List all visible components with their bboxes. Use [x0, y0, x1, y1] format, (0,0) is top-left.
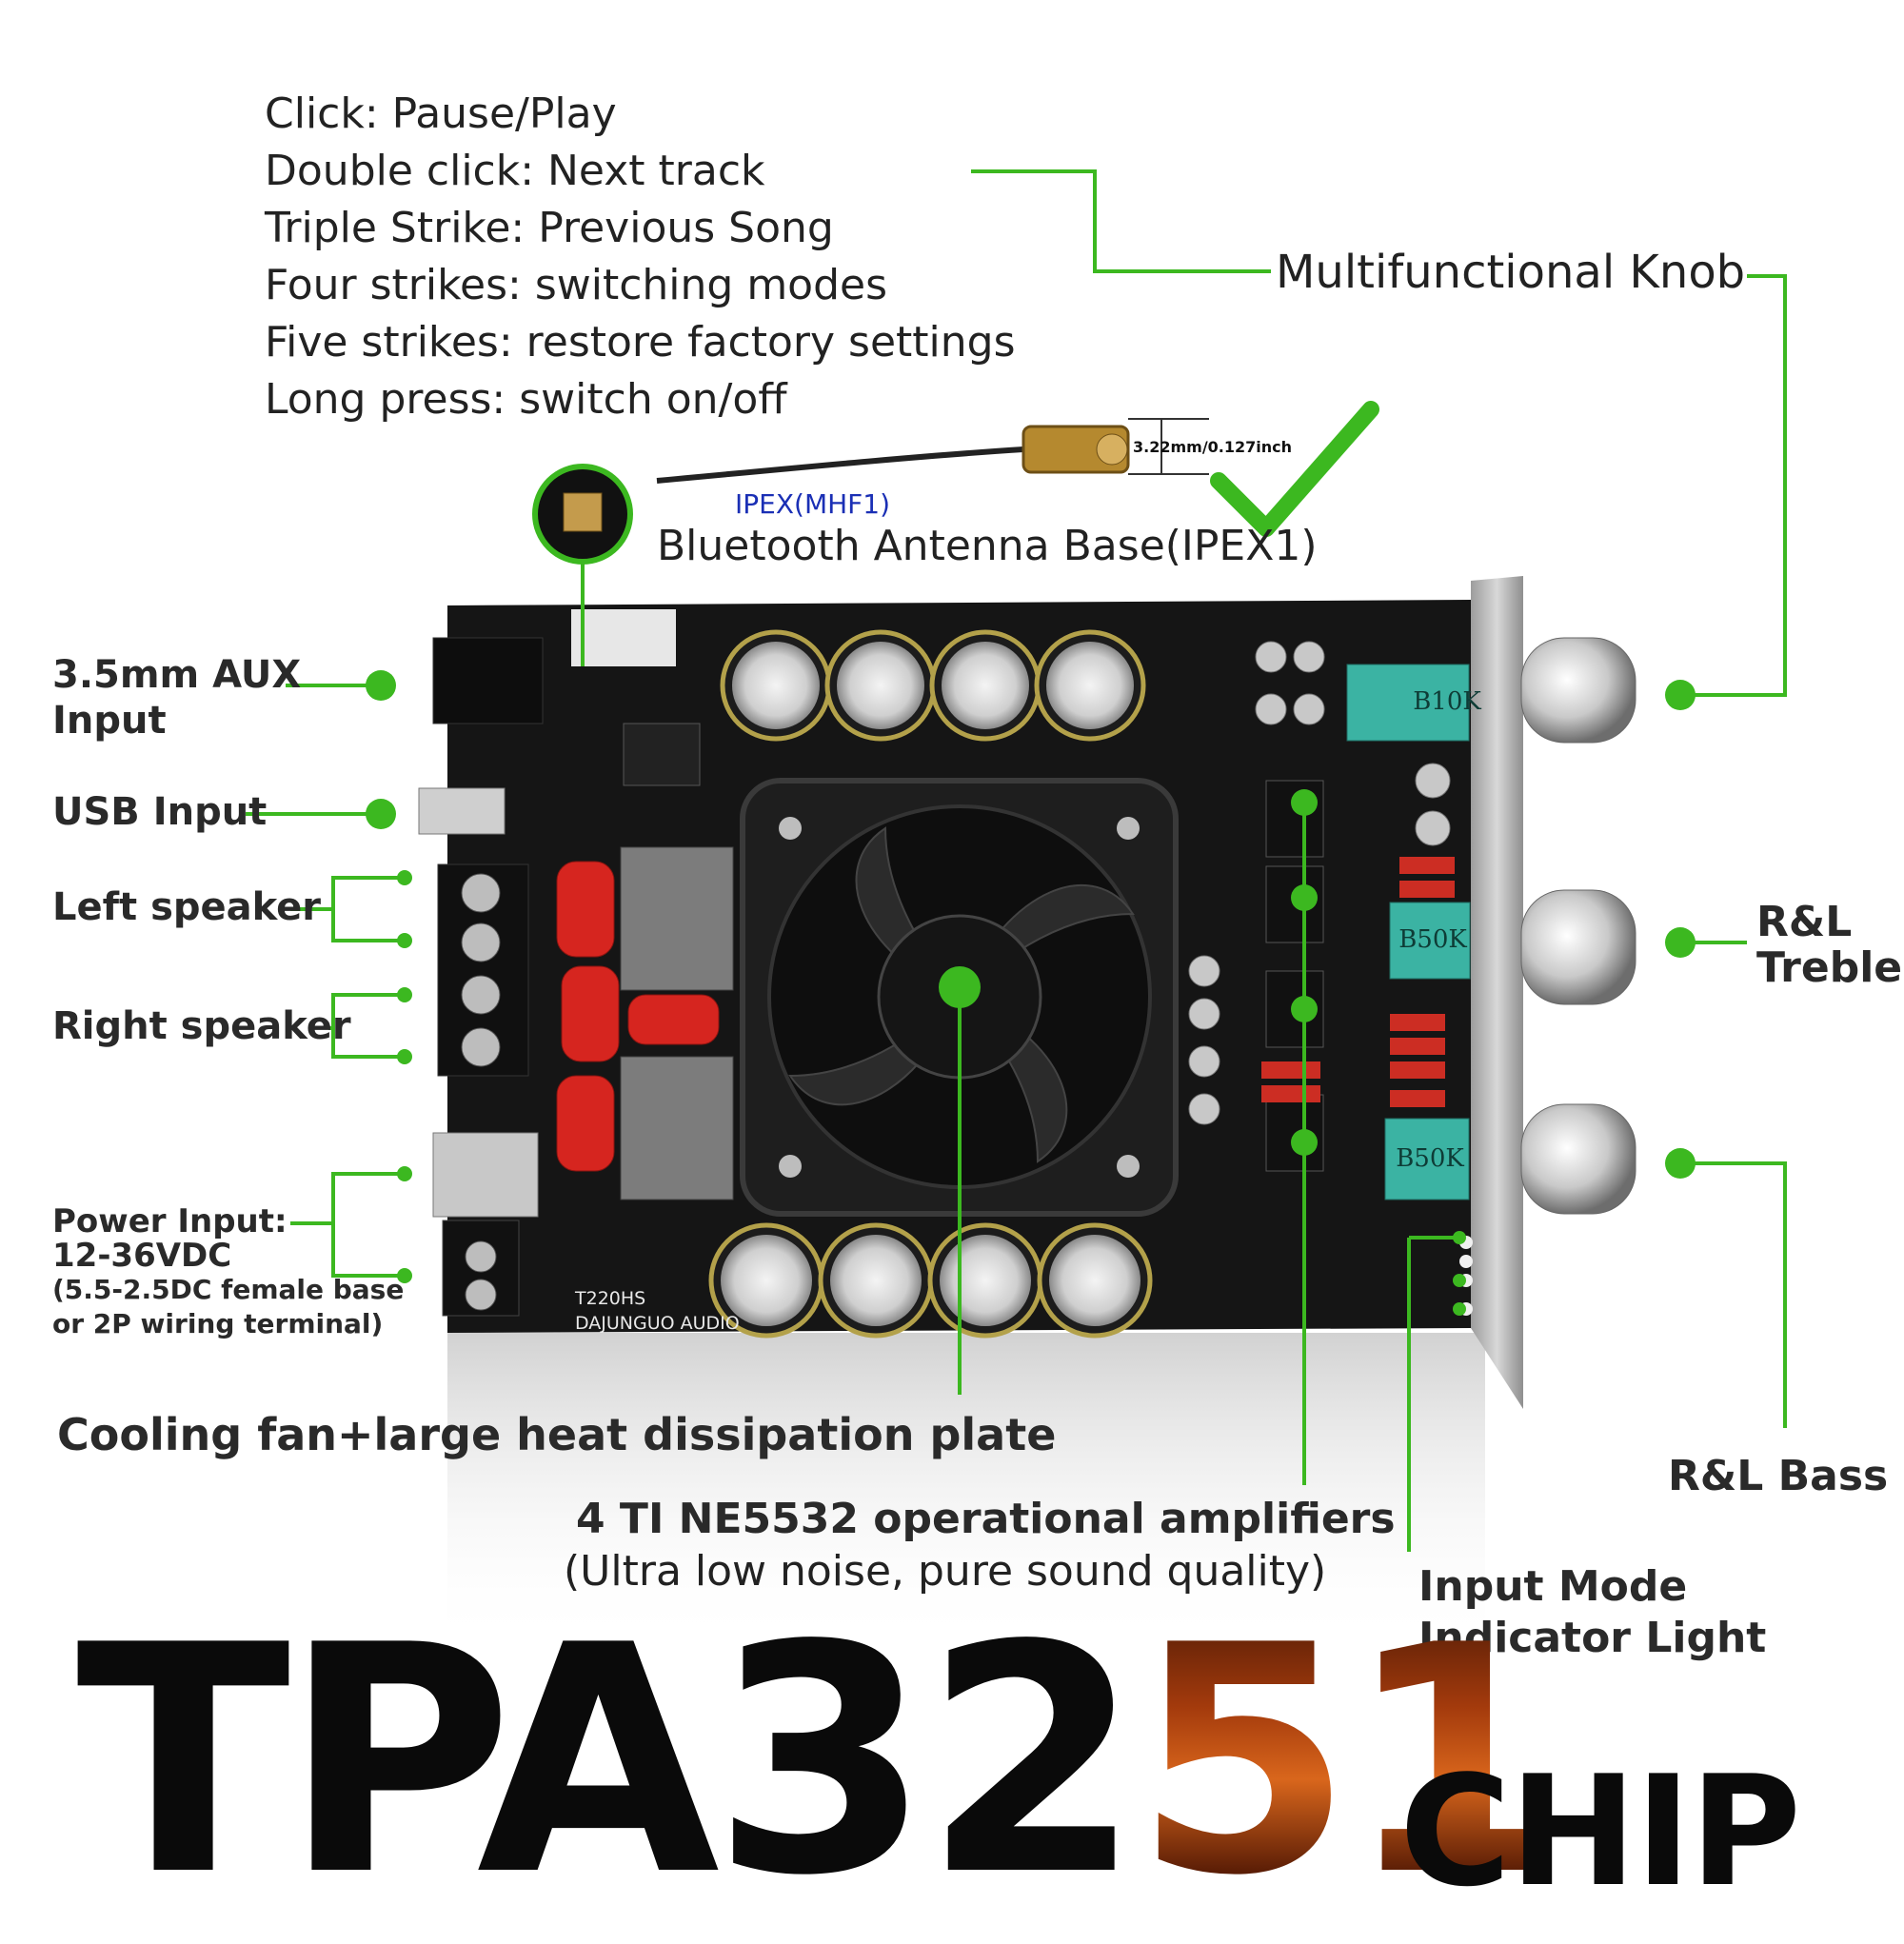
aux-input-line2: Input	[52, 699, 167, 743]
indicator-line2: Indicator Light	[1418, 1614, 1767, 1662]
left-speaker-label: Left speaker	[52, 885, 322, 929]
usb-input-label: USB Input	[52, 790, 268, 834]
opamps-label-line2: (Ultra low noise, pure sound quality)	[564, 1547, 1327, 1596]
chip-suffix: CHIP	[1399, 1742, 1801, 1920]
chip-title-part2: 51	[1134, 1578, 1563, 1944]
multifunctional-knob-label: Multifunctional Knob	[1276, 246, 1746, 299]
indicator-line1: Input Mode	[1418, 1562, 1688, 1611]
instruction-double-click: Double click: Next track	[265, 147, 765, 195]
instruction-click: Click: Pause/Play	[265, 89, 617, 138]
treble-label: R&L Treble	[1756, 900, 1902, 991]
board-brand: DAJUNGUO AUDIO	[575, 1313, 740, 1334]
knob-bass	[1520, 1103, 1636, 1215]
right-speaker-label: Right speaker	[52, 1004, 351, 1048]
aux-input-line1: 3.5mm AUX	[52, 653, 302, 697]
board-illustration: B10K B50K B50K T220HS DAJUNGUO AUDIO 3.2…	[246, 169, 1787, 1647]
dc-jack	[432, 1132, 539, 1218]
pot-bass	[1384, 1118, 1470, 1200]
cooling-label: Cooling fan+large heat dissipation plate	[57, 1409, 1057, 1460]
aux-input-label: 3.5mm AUX Input	[52, 652, 301, 744]
instruction-long-press: Long press: switch on/off	[265, 375, 787, 424]
inductor-bottom	[620, 1056, 734, 1200]
check-icon	[1210, 401, 1379, 537]
instruction-five-strikes: Five strikes: restore factory settings	[265, 318, 1016, 367]
side-panel	[1471, 576, 1523, 1409]
pot-mid-label: B50K	[1398, 925, 1467, 954]
power-input-label: Power Input: 12-36VDC (5.5-2.5DC female …	[52, 1204, 404, 1341]
usb-port	[418, 787, 506, 835]
pot-top-label: B10K	[1413, 687, 1481, 716]
bluetooth-module	[571, 609, 676, 666]
bluetooth-antenna-label: Bluetooth Antenna Base(IPEX1)	[657, 522, 1318, 570]
inductor-top	[620, 846, 734, 991]
board-reflection	[447, 1333, 1485, 1647]
power-input-line1: Power Input:	[52, 1202, 288, 1240]
opamps-label-line1: 4 TI NE5532 operational amplifiers	[576, 1495, 1396, 1543]
callout-dots	[366, 670, 1696, 1316]
power-input-line3: (5.5-2.5DC female base	[52, 1274, 405, 1305]
treble-label-line1: R&L	[1756, 898, 1853, 946]
power-input-line2: 12-36VDC	[52, 1237, 232, 1275]
knob-multifunction	[1520, 637, 1636, 744]
board-model: T220HS	[574, 1288, 645, 1309]
chip-title: TPA3251	[76, 1604, 1564, 1918]
pot-treble	[1346, 664, 1470, 742]
chip-title-part1: TPA32	[76, 1578, 1141, 1944]
antenna-cable	[656, 446, 1024, 484]
knob-treble	[1520, 889, 1636, 1005]
antenna-dimension: 3.22mm/0.127inch	[1133, 438, 1292, 456]
bt-chip	[623, 723, 701, 786]
power-input-line4: or 2P wiring terminal)	[52, 1308, 384, 1339]
instruction-triple-strike: Triple Strike: Previous Song	[265, 204, 834, 252]
pot-mid	[1389, 902, 1471, 980]
ipex-type-label: IPEX(MHF1)	[735, 488, 890, 520]
treble-label-line2: Treble	[1756, 943, 1903, 992]
aux-jack	[432, 637, 544, 724]
indicator-label: Input Mode Indicator Light	[1418, 1561, 1766, 1664]
knob-instructions: Click: Pause/Play Double click: Next tra…	[265, 86, 1016, 428]
bass-label: R&L Bass	[1668, 1452, 1889, 1500]
pot-bottom-label: B50K	[1396, 1144, 1464, 1173]
instruction-four-strikes: Four strikes: switching modes	[265, 261, 888, 309]
